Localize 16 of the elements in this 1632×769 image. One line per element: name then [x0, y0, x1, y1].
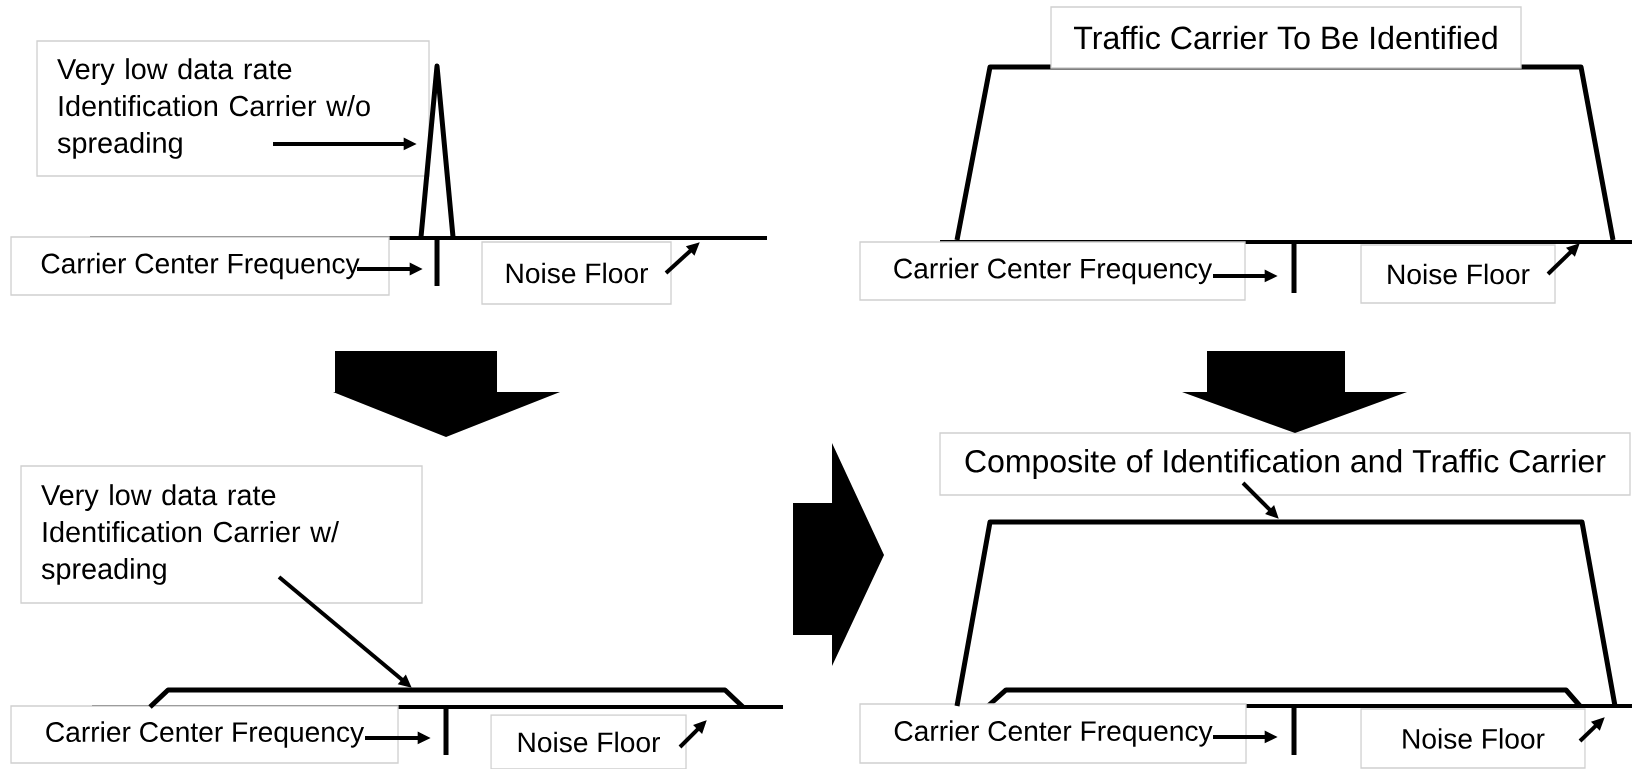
label-box: Very low data rate Identification Carrier w/ spreading	[20, 465, 423, 604]
label-box: Very low data rate Identification Carrier w/o spreading	[36, 40, 430, 177]
label-box: Noise Floor	[490, 714, 687, 769]
spectrum-shape	[954, 519, 1618, 707]
block-arrow	[1182, 351, 1407, 433]
label-box: Carrier Center Frequency	[859, 703, 1247, 764]
label-box: Traffic Carrier To Be Identified	[1050, 6, 1522, 69]
label-box: Carrier Center Frequency	[10, 705, 399, 764]
spectrum-shape	[148, 687, 745, 709]
label-box: Composite of Identification and Traffic Carrier	[939, 432, 1631, 496]
label-box: Noise Floor	[1360, 708, 1586, 769]
label-box: Carrier Center Frequency	[10, 236, 390, 296]
spectrum-shape	[418, 63, 456, 238]
label-box: Noise Floor	[481, 241, 672, 305]
label-box: Carrier Center Frequency	[859, 241, 1246, 301]
label-box: Noise Floor	[1360, 244, 1556, 304]
